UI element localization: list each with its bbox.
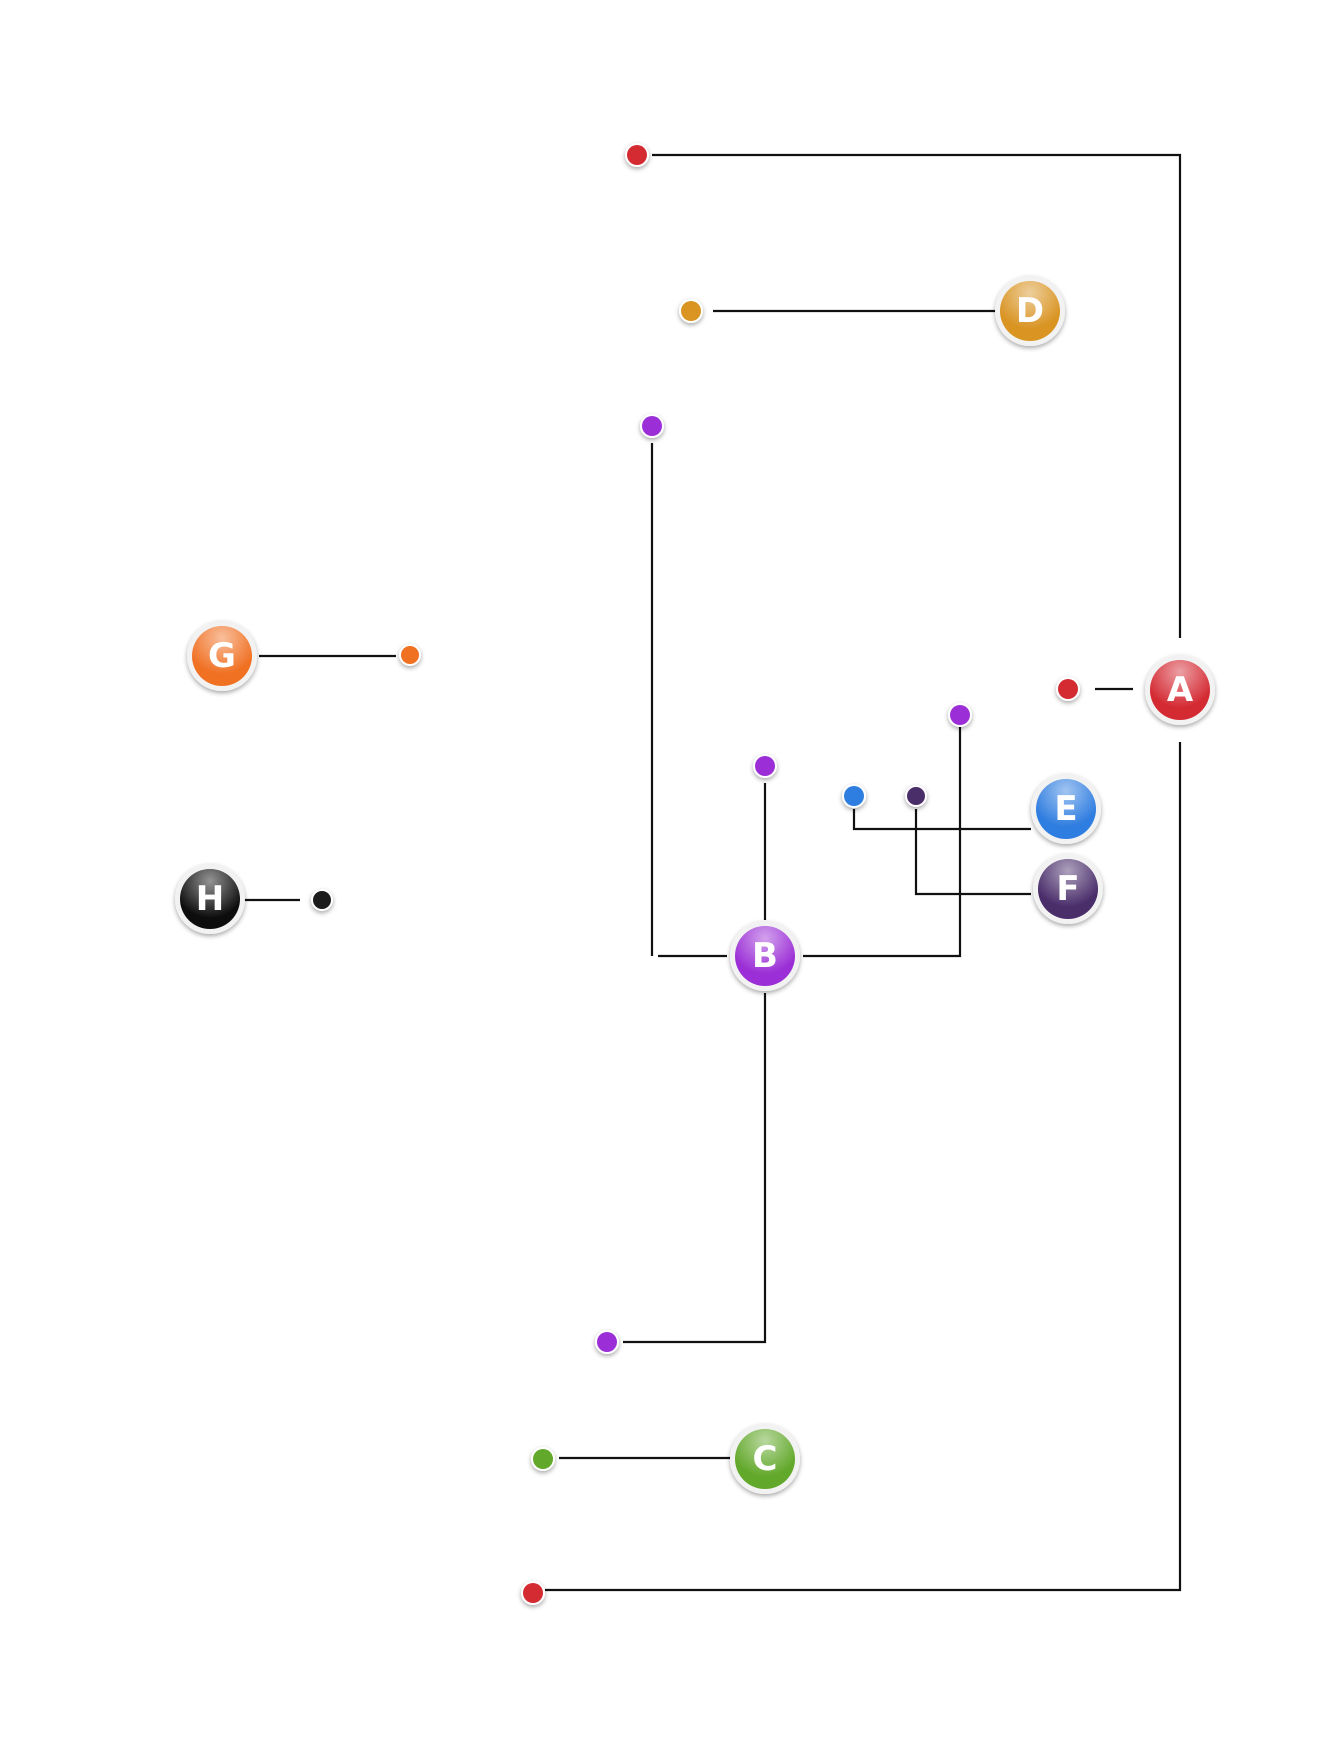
- endpoint-dot-g: [399, 644, 421, 666]
- endpoint-dot-h: [311, 889, 333, 911]
- endpoint-dot-a-bottom: [521, 1581, 545, 1605]
- endpoint-dot-b-bottom: [595, 1330, 619, 1354]
- node-c-label: C: [753, 1439, 778, 1479]
- endpoint-dot-a-top: [625, 143, 649, 167]
- node-e-label: E: [1054, 789, 1077, 829]
- node-f: F: [1033, 854, 1103, 924]
- endpoint-dots: [311, 143, 1080, 1605]
- node-a-label: A: [1167, 670, 1194, 710]
- node-d-label: D: [1016, 291, 1044, 331]
- node-c: C: [730, 1424, 800, 1494]
- node-a: A: [1145, 655, 1215, 725]
- endpoint-dot-c: [531, 1447, 555, 1471]
- connector-a-bottom: [545, 742, 1182, 1592]
- endpoint-dot-b-up: [753, 754, 777, 778]
- connector-lines: [244, 153, 1182, 1592]
- endpoint-dot-b-top: [640, 414, 664, 438]
- endpoint-dot-d: [679, 299, 703, 323]
- node-f-label: F: [1056, 869, 1079, 909]
- node-b-label: B: [752, 936, 778, 976]
- node-e: E: [1031, 774, 1101, 844]
- hub-nodes: A B C D E F: [175, 276, 1215, 1494]
- node-d: D: [995, 276, 1065, 346]
- connector-e: [852, 809, 1031, 831]
- connector-a-top: [652, 153, 1182, 638]
- node-b: B: [730, 921, 800, 991]
- endpoint-dot-f: [905, 785, 927, 807]
- connector-f: [914, 809, 1031, 896]
- connector-b-down: [623, 993, 767, 1344]
- node-h: H: [175, 864, 245, 934]
- node-g-label: G: [208, 636, 236, 676]
- node-g: G: [187, 621, 257, 691]
- connector-b-right: [803, 727, 962, 958]
- endpoint-dot-a-stub: [1056, 677, 1080, 701]
- node-h-label: H: [196, 879, 224, 919]
- endpoint-dot-b-right: [948, 703, 972, 727]
- endpoint-dot-e: [842, 784, 866, 808]
